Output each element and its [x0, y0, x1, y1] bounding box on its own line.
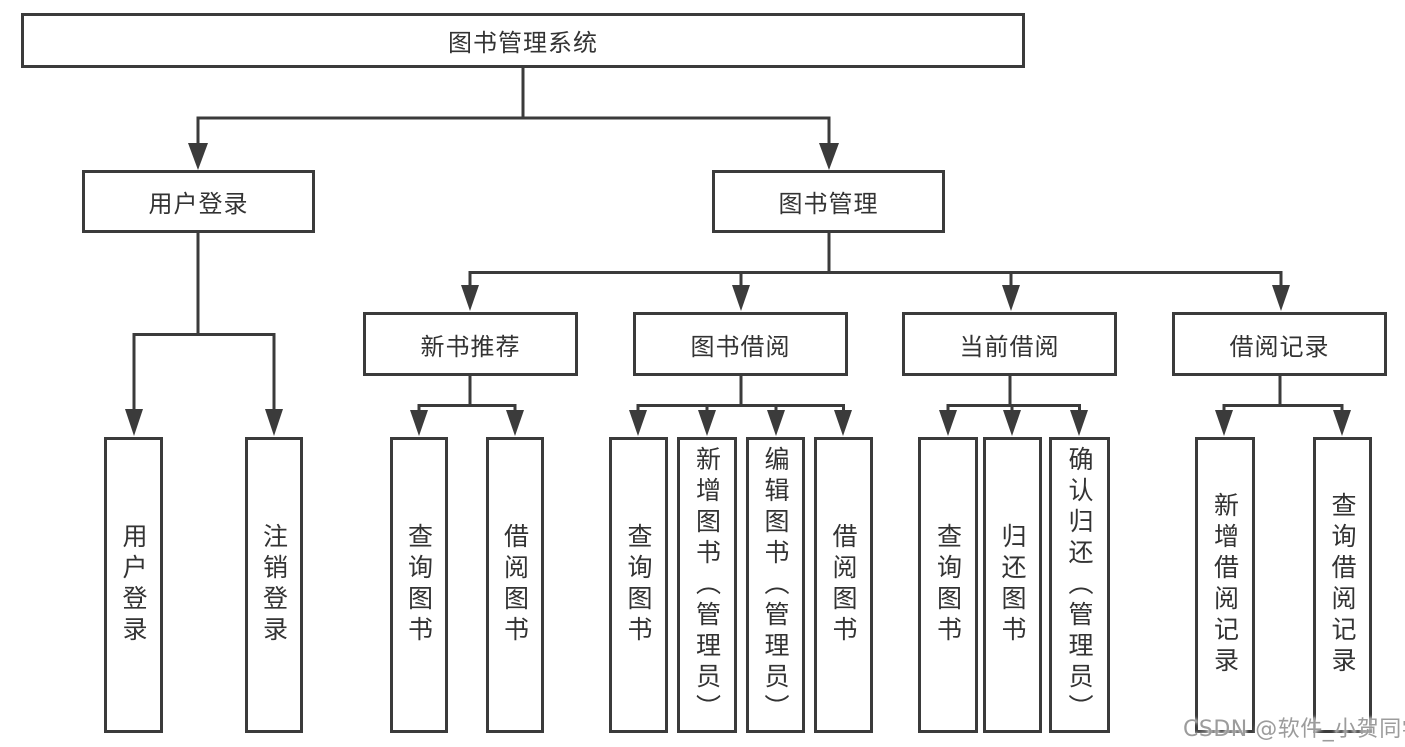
leaf-edit-books-admin-label: 编辑图书（管理员）	[761, 445, 790, 725]
leaf-logout: 注销登录	[245, 437, 303, 733]
arrowheads	[125, 143, 1351, 436]
leaf-query-books-borrowing-label: 查询图书	[624, 523, 653, 647]
leaf-add-borrow-record-label: 新增借阅记录	[1210, 492, 1240, 678]
leaf-query-books-recommend: 查询图书	[390, 437, 448, 733]
leaf-add-books-admin: 新增图书（管理员）	[677, 437, 737, 733]
leaf-borrow-books-recommend: 借阅图书	[486, 437, 544, 733]
node-library-management-system: 图书管理系统	[21, 13, 1025, 68]
node-new-book-recommendation: 新书推荐	[363, 312, 578, 376]
leaf-return-books-label: 归还图书	[998, 523, 1027, 647]
leaf-query-books-borrowing: 查询图书	[609, 437, 668, 733]
node-current-borrowing: 当前借阅	[902, 312, 1117, 376]
node-book-borrowing: 图书借阅	[633, 312, 848, 376]
leaf-query-borrow-record: 查询借阅记录	[1313, 437, 1372, 733]
leaf-query-books-current: 查询图书	[918, 437, 978, 733]
leaf-user-login-label: 用户登录	[119, 523, 148, 647]
node-borrowing-records: 借阅记录	[1172, 312, 1387, 376]
tree-edges	[132, 68, 1344, 412]
node-book-management: 图书管理	[712, 170, 945, 233]
leaf-add-borrow-record: 新增借阅记录	[1195, 437, 1255, 733]
node-user-login: 用户登录	[82, 170, 315, 233]
csdn-watermark: CSDN @软件_小贺同学	[1183, 717, 1405, 742]
leaf-return-books: 归还图书	[983, 437, 1042, 733]
leaf-borrow-books: 借阅图书	[814, 437, 873, 733]
leaf-borrow-books-label: 借阅图书	[829, 523, 858, 647]
leaf-add-books-admin-label: 新增图书（管理员）	[692, 445, 722, 725]
leaf-query-books-recommend-label: 查询图书	[404, 523, 434, 647]
leaf-user-login: 用户登录	[104, 437, 163, 733]
leaf-query-borrow-record-label: 查询借阅记录	[1328, 492, 1357, 678]
leaf-confirm-return-admin-label: 确认归还（管理员）	[1065, 445, 1094, 725]
leaf-confirm-return-admin: 确认归还（管理员）	[1049, 437, 1110, 733]
leaf-query-books-current-label: 查询图书	[933, 523, 963, 647]
leaf-edit-books-admin: 编辑图书（管理员）	[746, 437, 805, 733]
leaf-logout-label: 注销登录	[259, 523, 289, 647]
leaf-borrow-books-recommend-label: 借阅图书	[500, 523, 530, 647]
